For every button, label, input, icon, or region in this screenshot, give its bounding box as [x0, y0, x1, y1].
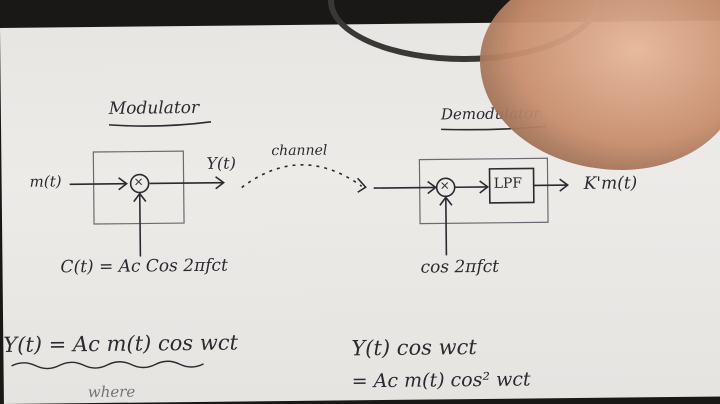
- modulator-title: Modulator: [108, 97, 200, 119]
- modulator-output-label: Y(t): [206, 153, 237, 173]
- block-diagram-drawing: [11, 121, 570, 370]
- channel-label: channel: [271, 142, 328, 160]
- demodulator-mixer-symbol: ×: [439, 178, 450, 193]
- equation-received-times-carrier: Y(t) cos wct: [351, 335, 477, 361]
- equation-transmitted-signal: Y(t) = Ac m(t) cos wct: [3, 330, 239, 357]
- partial-text: where: [87, 382, 136, 402]
- modulator-mixer-symbol: ×: [133, 174, 144, 189]
- demodulator-carrier-label: cos 2πfct: [420, 256, 500, 278]
- modulator-input-label: m(t): [29, 172, 62, 191]
- paper-sheet: Modulator m(t) × Y(t) C(t) = Ac Cos 2πfc…: [0, 20, 720, 404]
- lpf-label: LPF: [493, 175, 523, 192]
- modulator-carrier-label: C(t) = Ac Cos 2πfct: [60, 255, 228, 278]
- demodulator-output-label: K'm(t): [583, 173, 638, 194]
- equation-expanded: = Ac m(t) cos² wct: [351, 368, 531, 393]
